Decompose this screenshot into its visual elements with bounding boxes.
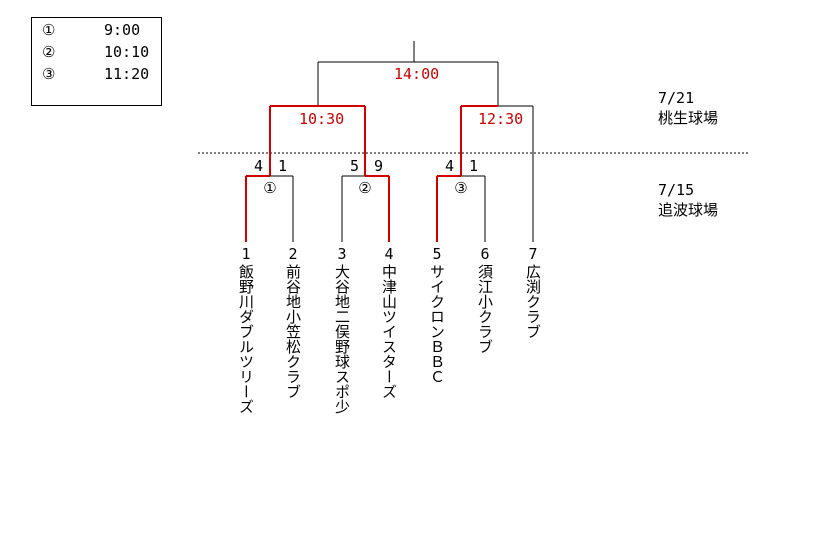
- team-name: 大谷地二俣野球スポ少: [333, 264, 351, 414]
- legend-time: 11:20: [104, 65, 150, 83]
- team-number: 3: [337, 245, 347, 263]
- legend-time: 10:10: [104, 43, 150, 61]
- venue-lower-name: 追波球場: [658, 201, 719, 219]
- team-number: 2: [288, 245, 298, 263]
- legend-symbol: ①: [42, 21, 56, 39]
- m1-symbol: ①: [263, 179, 277, 197]
- team-number: 6: [480, 245, 490, 263]
- team-name: 広渕クラブ: [524, 264, 542, 339]
- m2-score-right: 9: [374, 157, 384, 175]
- legend-time: 9:00: [104, 21, 141, 39]
- venue-lower-date: 7/15: [658, 181, 695, 199]
- semi-right-time: 12:30: [478, 110, 524, 128]
- semi-left-time: 10:30: [299, 110, 345, 128]
- schedule-legend: ① 9:00 ② 10:10 ③ 11:20: [31, 17, 162, 106]
- m3-symbol: ③: [454, 179, 468, 197]
- m2-symbol: ②: [358, 179, 372, 197]
- team-number: 1: [241, 245, 251, 263]
- venue-upper: 7/21 桃生球場: [658, 88, 718, 128]
- team-name: 中津山ツイスターズ: [380, 264, 398, 399]
- m3-score-left: 4: [445, 157, 455, 175]
- legend-symbol: ③: [42, 65, 56, 83]
- venue-lower: 7/15 追波球場: [658, 180, 718, 220]
- team-number: 5: [432, 245, 442, 263]
- m2-score-left: 5: [350, 157, 360, 175]
- team-name: 須江小クラブ: [476, 264, 494, 354]
- m1-score-left: 4: [254, 157, 264, 175]
- venue-upper-name: 桃生球場: [658, 109, 719, 127]
- venue-upper-date: 7/21: [658, 89, 695, 107]
- team-number: 4: [384, 245, 394, 263]
- team-name: 前谷地小笠松クラブ: [284, 264, 302, 399]
- legend-symbol: ②: [42, 43, 56, 61]
- team-name: サイクロンＢＢＣ: [428, 264, 446, 384]
- team-number: 7: [528, 245, 538, 263]
- m1-score-right: 1: [278, 157, 288, 175]
- team-name: 飯野川ダブルツリーズ: [237, 264, 255, 414]
- final-time: 14:00: [394, 65, 440, 83]
- m3-score-right: 1: [469, 157, 479, 175]
